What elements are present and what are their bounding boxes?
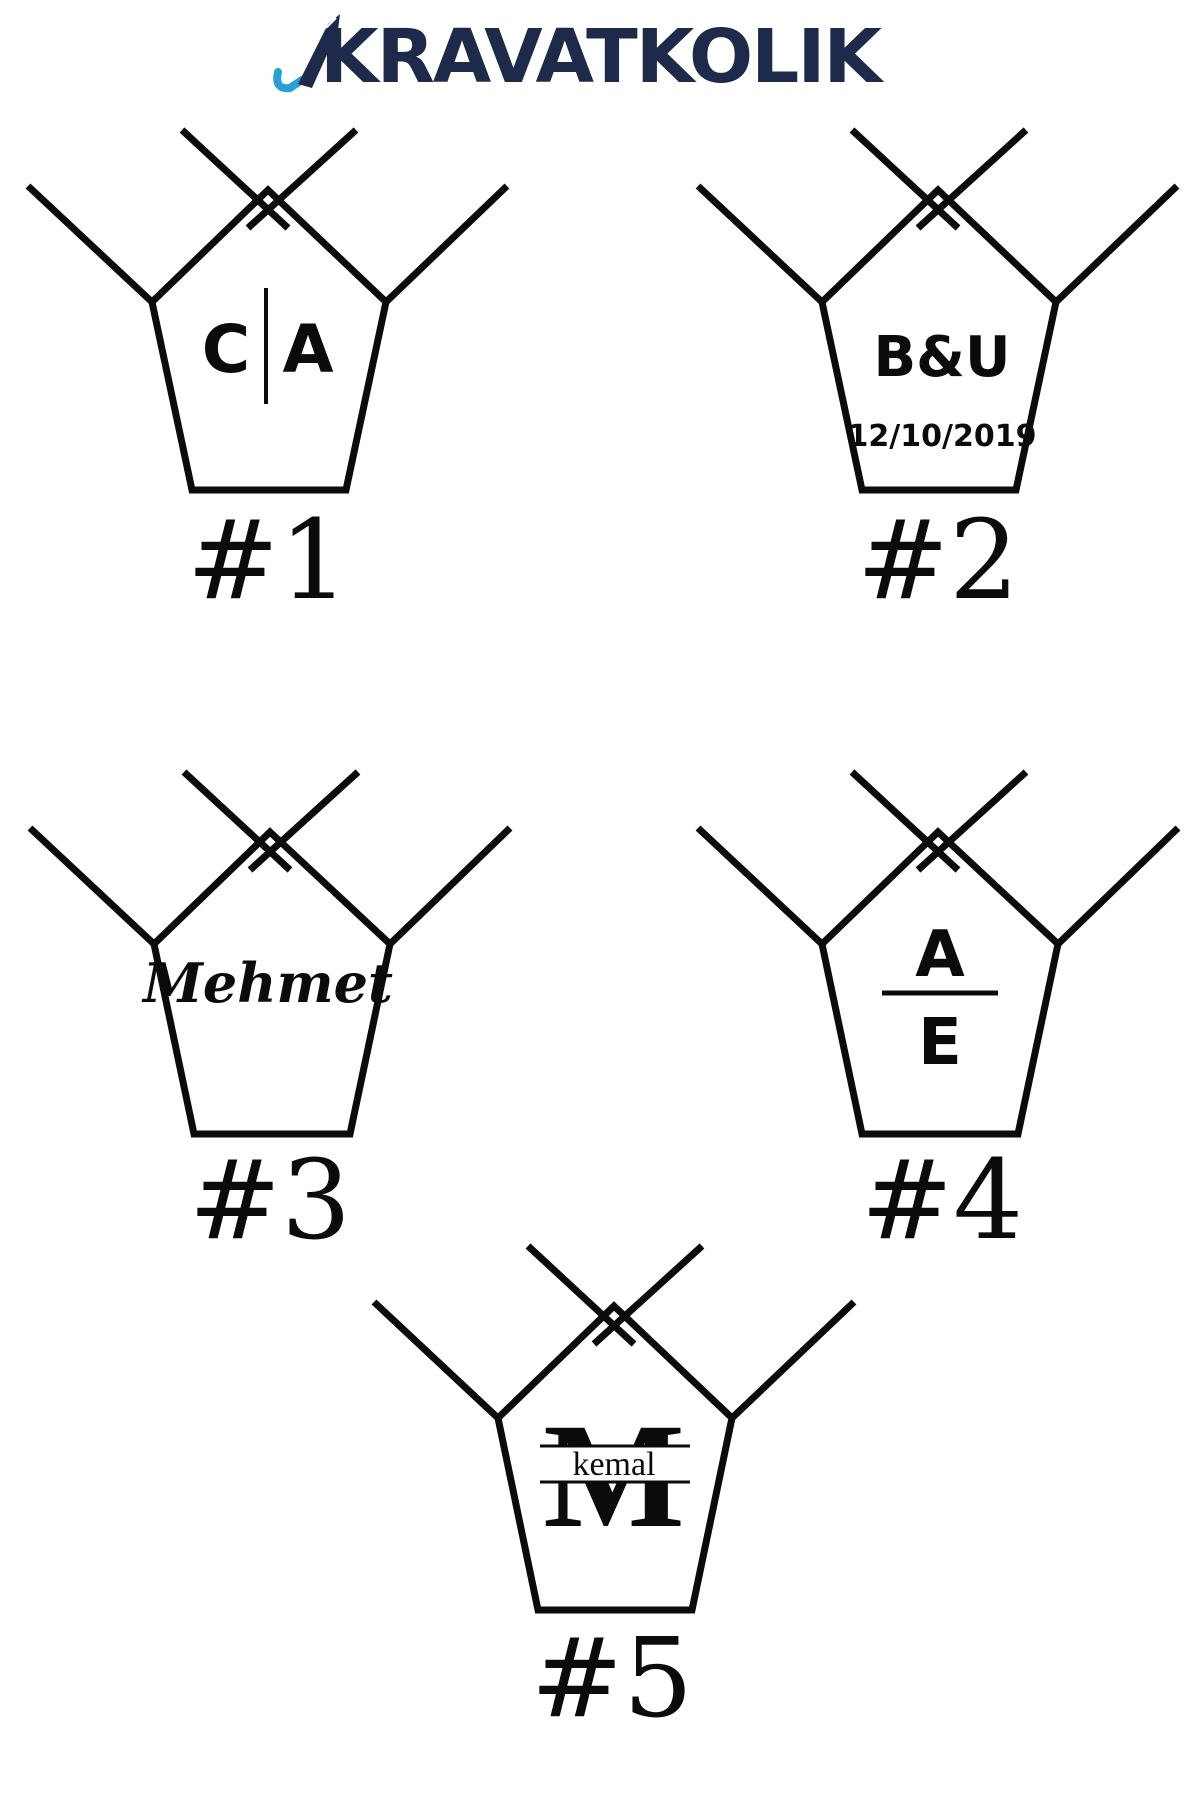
pendant-outline (25, 127, 510, 494)
initials-text: B&U (874, 325, 1011, 390)
pen-nib-icon (273, 14, 340, 93)
design-5: M kemal #5 (371, 1243, 857, 1742)
design-label: #5 (531, 1614, 693, 1742)
design-1: C A #1 (25, 127, 510, 624)
pendant-outline (371, 1243, 857, 1614)
design-label: #3 (189, 1136, 351, 1264)
pendant-outline (695, 769, 1181, 1138)
design-2: B&U 12/10/2019 #2 (695, 127, 1180, 624)
design-label: #2 (857, 496, 1019, 624)
name-band (542, 1446, 688, 1482)
design-label: #1 (187, 496, 349, 624)
pendant-outline (27, 769, 513, 1138)
date-text: 12/10/2019 (848, 419, 1037, 454)
brand-logo-image: KRAVATKOLIK (273, 14, 887, 100)
brand-logo: KRAVATKOLIK (268, 10, 948, 100)
design-3: Mehmet #3 (27, 769, 513, 1264)
left-letter: C (202, 311, 250, 388)
bottom-letter: E (918, 1006, 962, 1080)
design-label: #4 (861, 1136, 1023, 1264)
name-text: kemal (572, 1446, 655, 1483)
name-text: Mehmet (141, 951, 393, 1015)
top-letter: A (915, 918, 965, 992)
pendant-outline (695, 127, 1180, 494)
design-4: A E #4 (695, 769, 1181, 1264)
right-letter: A (282, 311, 333, 388)
svg-text:KRAVATKOLIK: KRAVATKOLIK (320, 14, 885, 100)
